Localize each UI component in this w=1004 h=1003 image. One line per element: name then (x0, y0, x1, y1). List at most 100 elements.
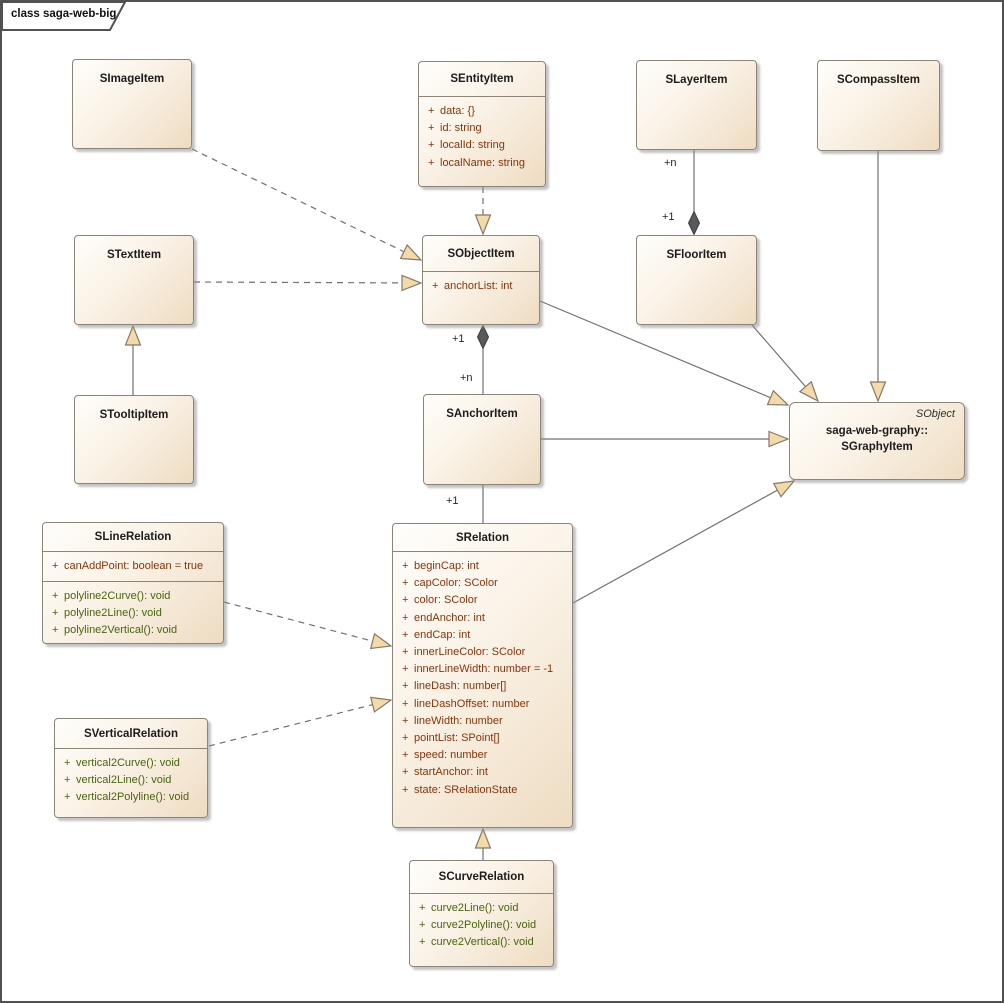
member-text: curve2Line(): void (431, 902, 519, 914)
class-name: SAnchorItem (446, 408, 518, 420)
member-visibility: + (52, 590, 59, 602)
class-box-slinerelation[interactable]: SLineRelation +canAddPoint: boolean = tr… (42, 522, 224, 644)
class-name: SLayerItem (665, 74, 728, 86)
stereotype-label: SObject (915, 408, 955, 420)
realization-sverticalrelation-srelation[interactable] (208, 696, 393, 747)
member-text: localName: string (440, 156, 525, 169)
member-text: lineDashOffset: number (414, 697, 530, 710)
class-box-sgraphyitem[interactable]: SObject saga-web-graphy:: SGraphyItem (789, 402, 965, 480)
attribute-row: +startAnchor: int (393, 764, 572, 781)
member-visibility: + (402, 697, 409, 710)
attribute-row: +capColor: SColor (393, 575, 572, 592)
attribute-row: + endCap: int (393, 627, 572, 644)
attribute-row: + localId: string (419, 137, 545, 154)
frame-tab-shape (2, 2, 127, 31)
member-visibility: + (428, 156, 435, 169)
realization-slinerelation-srelation[interactable] (223, 601, 393, 650)
member-text: data: {} (440, 105, 475, 117)
attributes-compartment: +anchorList: int (423, 271, 539, 324)
member-visibility: + (419, 936, 426, 949)
methods-compartment: + polyline2Curve(): void + polyline2Line()… (43, 581, 223, 643)
methods-compartment: + vertical2Curve(): void + vertical2Line()… (55, 748, 207, 817)
member-visibility: + (64, 791, 71, 804)
class-box-sentityitem[interactable]: SEntityItem + data: {} +id: string + local… (418, 61, 546, 187)
class-box-stextitem[interactable]: STextItem (74, 235, 194, 325)
attribute-row: + lineDash: number[] (393, 678, 572, 695)
member-text: localId: string (440, 139, 505, 152)
attribute-row: +anchorList: int (423, 278, 539, 295)
class-box-srelation[interactable]: SRelation +beginCap: int +capColor: SCol… (392, 523, 573, 828)
member-visibility: + (419, 902, 426, 914)
generalization-sflooritem-sgraphyitem[interactable] (751, 324, 820, 403)
member-text: polyline2Curve(): void (64, 590, 171, 602)
member-visibility: + (64, 774, 71, 787)
methods-compartment: +curve2Line(): void +curve2Polyline(): v… (410, 893, 553, 966)
multiplicity-label: +1 (662, 211, 675, 223)
class-name: STooltipItem (99, 409, 169, 421)
member-visibility: + (52, 560, 59, 572)
attribute-row: +endAnchor: int (393, 610, 572, 627)
class-name: SFloorItem (666, 249, 727, 261)
member-text: capColor: SColor (414, 577, 498, 590)
member-text: vertical2Polyline(): void (76, 791, 190, 804)
member-text: polyline2Vertical(): void (64, 624, 178, 637)
class-box-sobjectitem[interactable]: SObjectItem +anchorList: int (422, 235, 540, 325)
member-visibility: + (402, 663, 409, 676)
member-visibility: + (402, 680, 409, 693)
generalization-srelation-sgraphyitem[interactable] (572, 480, 796, 604)
method-row: +polyline2Vertical(): void (43, 622, 223, 639)
method-row: +curve2Vertical(): void (410, 934, 553, 951)
class-box-scurverelation[interactable]: SCurveRelation +curve2Line(): void +curv… (409, 860, 554, 967)
multiplicity-label: +n (664, 157, 677, 169)
attribute-row: + lineWidth: number (393, 713, 572, 730)
method-row: + polyline2Curve(): void (43, 588, 223, 605)
member-text: color: SColor (414, 594, 478, 607)
member-visibility: + (402, 783, 409, 796)
class-box-simageitem[interactable]: SImageItem (72, 59, 192, 149)
class-name: SRelation (455, 531, 510, 544)
attribute-row: +id: string (419, 120, 545, 137)
member-text: speed: number (414, 749, 488, 762)
member-visibility: + (402, 749, 409, 762)
member-text: polyline2Line(): void (64, 607, 162, 620)
class-name: SCompassItem (836, 74, 921, 86)
member-visibility: + (402, 714, 409, 727)
member-visibility: + (52, 607, 59, 620)
class-box-sanchoritem[interactable]: SAnchorItem (423, 394, 541, 485)
class-box-sverticalrelation[interactable]: SVerticalRelation + vertical2Curve(): voi… (54, 718, 208, 818)
attribute-row: +color: SColor (393, 592, 572, 609)
member-visibility: + (432, 280, 439, 292)
class-namespace: saga-web-graphy:: (825, 425, 929, 437)
class-box-sflooritem[interactable]: SFloorItem (636, 235, 757, 325)
diagram-frame-tab (2, 2, 127, 31)
class-name: SEntityItem (450, 73, 514, 85)
class-box-stooltipitem[interactable]: STooltipItem (74, 395, 194, 484)
class-name: SGraphyItem (841, 441, 913, 453)
member-visibility: + (428, 139, 435, 152)
member-text: lineWidth: number (414, 714, 503, 727)
attribute-row: + data: {} (419, 103, 545, 120)
attribute-row: +innerLineColor: SColor (393, 644, 572, 661)
multiplicity-label: +1 (452, 333, 465, 345)
member-text: curve2Polyline(): void (431, 919, 537, 932)
class-box-scompassitem[interactable]: SCompassItem (817, 60, 940, 151)
member-text: innerLineWidth: number = -1 (414, 663, 554, 676)
member-text: vertical2Curve(): void (76, 757, 180, 769)
member-visibility: + (402, 628, 409, 641)
realization-simageitem-sobjectitem[interactable] (191, 148, 423, 261)
attribute-row: +canAddPoint: boolean = true (43, 558, 223, 575)
method-row: + vertical2Polyline(): void (55, 789, 207, 806)
class-box-slayeritem[interactable]: SLayerItem (636, 60, 757, 150)
member-visibility: + (402, 766, 409, 779)
member-text: endAnchor: int (414, 611, 485, 624)
class-name: SVerticalRelation (84, 727, 178, 740)
realization-stextitem-sobjectitem[interactable] (193, 274, 423, 292)
method-row: +curve2Polyline(): void (410, 917, 553, 934)
member-visibility: + (428, 105, 435, 117)
member-text: lineDash: number[] (414, 680, 507, 693)
class-name: SLineRelation (94, 531, 172, 543)
member-text: vertical2Line(): void (76, 774, 172, 787)
attribute-row: + speed: number (393, 747, 572, 764)
member-text: endCap: int (414, 628, 471, 641)
attribute-row: + localName: string (419, 155, 545, 172)
